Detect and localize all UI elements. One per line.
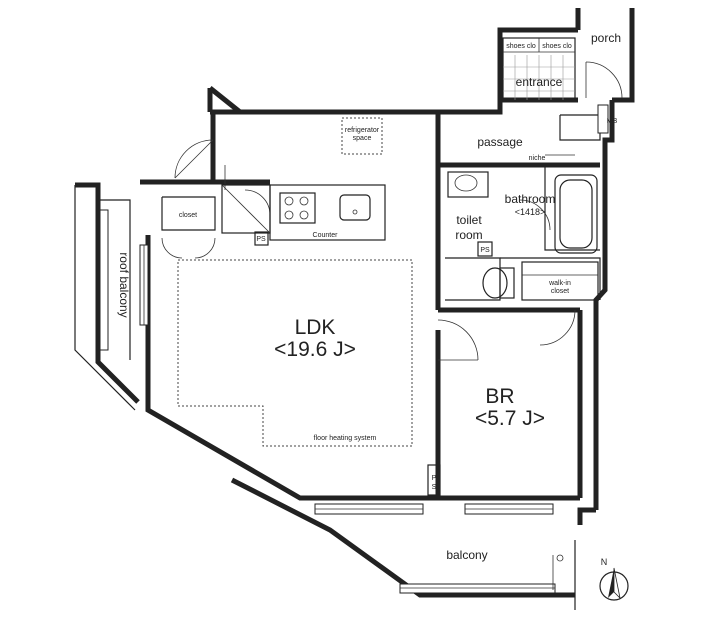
walk-in-closet-label-2: closet [551,288,569,295]
roof-balcony-label: roof balcony [117,252,131,317]
mb-label: MB [607,118,618,125]
balcony-label: balcony [446,548,487,562]
porch-label: porch [591,31,621,45]
bathroom-label: bathroom [505,192,556,206]
floor-heating-label: floor heating system [314,435,377,442]
fixture-labels: shoes clo shoes clo MB niche refrigerato… [256,43,617,491]
walk-in-closet-label: walk-in [548,280,571,287]
windows [99,104,609,594]
fixtures [177,37,599,496]
entrance-label: entrance [516,75,563,89]
shoes-closet-label-2: shoes clo [542,43,572,50]
ps-toilet-label: PS [480,247,490,254]
ps-kitchen-label: PS [256,236,266,243]
north-arrow-icon [608,568,614,598]
shoes-closet-label-1: shoes clo [506,43,536,50]
br-size-label: <5.7 J> [475,407,545,430]
counter-label: Counter [313,232,339,239]
passage-label: passage [477,135,523,149]
compass: N [599,557,629,601]
refrigerator-label-2: space [353,135,372,142]
br-label: BR [485,385,514,408]
ps-br-label: P [432,475,437,482]
niche-label: niche [529,155,546,162]
toilet-label: toilet [456,213,482,227]
ldk-label: LDK [295,316,336,339]
bathroom-size-label: <1418> [515,207,546,217]
room-labels: LDK <19.6 J> BR <5.7 J> bathroom <1418> … [117,31,621,562]
closet-label: closet [179,212,197,219]
ps-br-label-2: S [432,484,437,491]
ldk-size-label: <19.6 J> [274,338,356,361]
refrigerator-label: refrigerator [345,127,380,134]
compass-north-label: N [601,557,608,567]
toilet-label-room: room [455,228,482,242]
